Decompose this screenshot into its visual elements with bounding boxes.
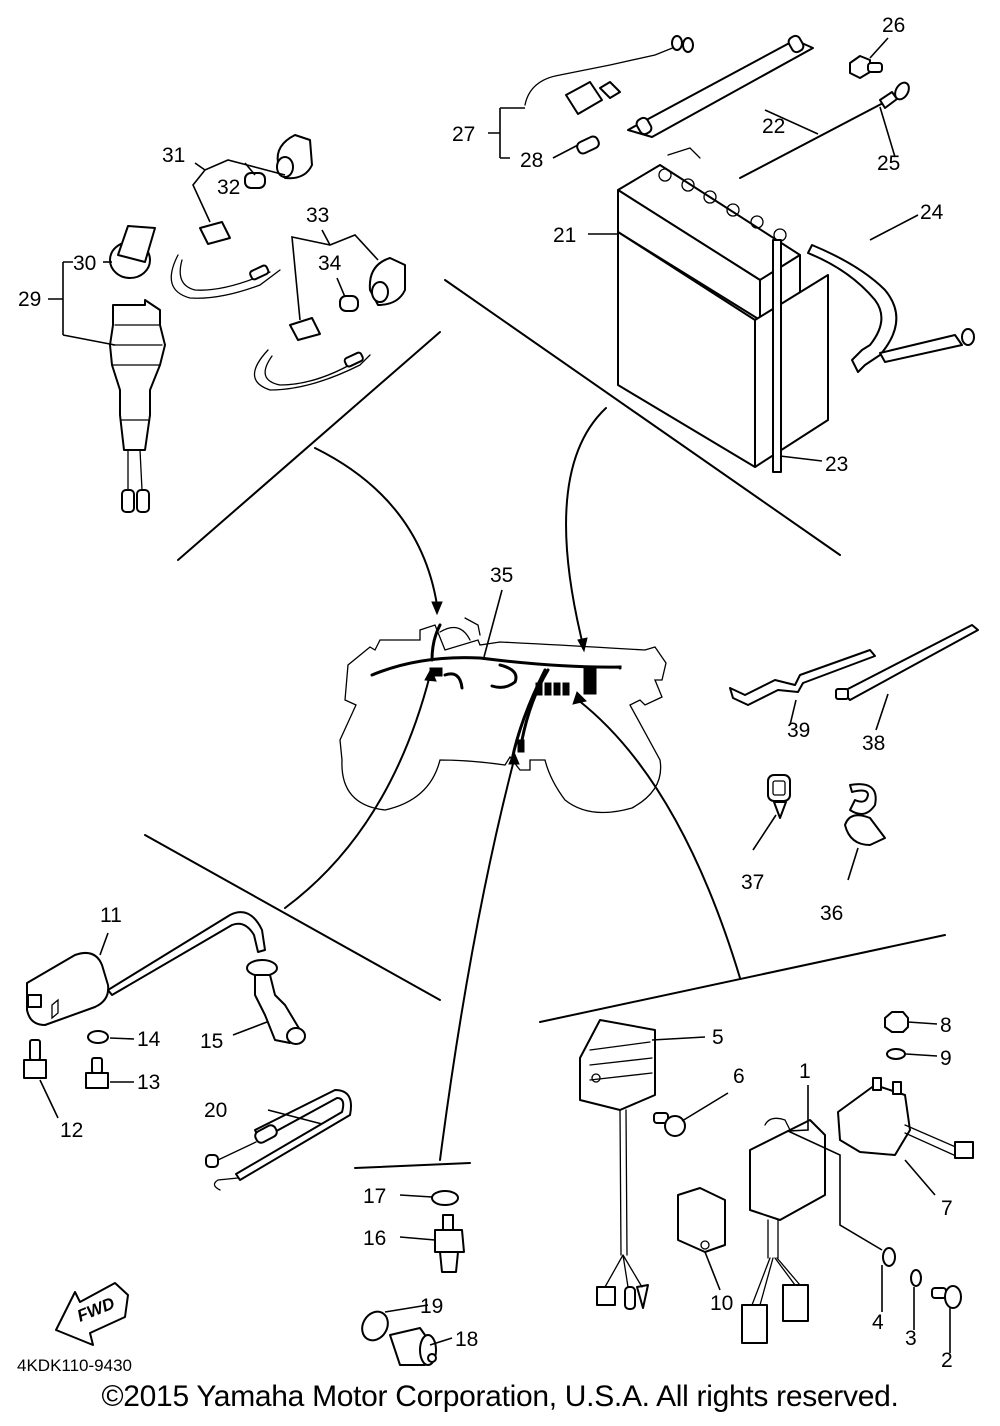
switch-33 (253, 317, 371, 391)
arrow-units-to-harness (577, 699, 741, 979)
diagram-code: 4KDK110-9430 (17, 1356, 132, 1375)
callout-22: 22 (762, 115, 785, 138)
group-dividers (144, 279, 946, 1169)
callout-6: 6 (733, 1065, 745, 1088)
callout-9: 9 (940, 1047, 952, 1070)
callout-25: 25 (877, 152, 900, 175)
callouts: 1 2 3 4 5 6 7 8 9 10 11 12 13 14 15 16 1… (18, 14, 953, 1372)
switch-31 (170, 221, 281, 299)
screw-6 (653, 1112, 686, 1137)
bolt-13 (85, 1057, 109, 1089)
battery-21 (617, 147, 829, 468)
callout-17: 17 (363, 1185, 386, 1208)
bolt-26 (849, 55, 883, 79)
arrow-switch-to-harness (314, 447, 438, 606)
cable-tie-38 (835, 624, 979, 701)
callout-24: 24 (920, 201, 944, 224)
cap-32 (244, 172, 266, 189)
gasket-17 (431, 1190, 459, 1206)
cap-34 (339, 295, 359, 312)
callout-30: 30 (73, 252, 96, 275)
callout-12: 12 (60, 1119, 83, 1142)
lead-wire-20 (205, 1089, 352, 1191)
fuse-holder-27 (524, 35, 694, 115)
connector-arrows (284, 407, 741, 1161)
callout-35: 35 (490, 564, 513, 587)
relay-10 (677, 1187, 726, 1253)
callout-36: 36 (820, 902, 843, 925)
washer-4 (882, 1247, 896, 1267)
callout-27: 27 (452, 123, 475, 146)
callout-23: 23 (825, 453, 848, 476)
callout-26: 26 (882, 14, 905, 37)
callout-29: 29 (18, 288, 41, 311)
ignition-coil-11 (26, 911, 266, 1026)
battery-cable-24 (807, 244, 975, 373)
callout-16: 16 (363, 1227, 386, 1250)
callout-13: 13 (137, 1071, 160, 1094)
callout-14: 14 (137, 1028, 161, 1051)
callout-32: 32 (217, 176, 240, 199)
callout-8: 8 (940, 1014, 952, 1037)
main-switch-29 (109, 299, 166, 513)
arrow-battery-to-harness (565, 407, 607, 646)
copyright-notice: ©2015 Yamaha Motor Corporation, U.S.A. A… (101, 1380, 899, 1413)
callout-21: 21 (553, 224, 576, 247)
callout-15: 15 (200, 1030, 223, 1053)
clamp-37 (767, 774, 791, 819)
elbow-31 (276, 134, 313, 180)
thermo-sensor-16 (434, 1214, 465, 1273)
battery-band-22 (627, 34, 814, 138)
elbow-33 (368, 257, 406, 306)
screw-2 (931, 1285, 962, 1309)
callout-10: 10 (710, 1292, 733, 1315)
rectifier-regulator-5 (579, 1019, 656, 1310)
callout-20: 20 (204, 1099, 227, 1122)
divider-sensor-group (354, 1162, 471, 1169)
thermostat-18 (389, 1327, 437, 1366)
starter-relay-7 (837, 1077, 974, 1159)
callout-3: 3 (905, 1327, 917, 1350)
callout-34: 34 (318, 252, 342, 275)
callout-33: 33 (306, 204, 329, 227)
switch-knob-30 (109, 225, 156, 279)
gasket-19 (361, 1310, 389, 1342)
wire-harness-35 (370, 589, 622, 762)
callout-1: 1 (799, 1060, 811, 1083)
callout-11: 11 (100, 904, 122, 927)
clamp-36 (844, 783, 886, 846)
fuse-28 (576, 135, 600, 155)
callout-19: 19 (420, 1295, 443, 1318)
leader-lines (39, 37, 951, 1353)
bolt-12 (23, 1039, 47, 1079)
divider-switch-group (177, 331, 441, 561)
callout-38: 38 (862, 732, 885, 755)
callout-28: 28 (520, 149, 543, 172)
divider-units-group (539, 934, 946, 1023)
battery-cable-25 (739, 81, 910, 179)
callout-5: 5 (712, 1026, 724, 1049)
callout-4: 4 (872, 1311, 884, 1334)
callout-37: 37 (741, 871, 764, 894)
callout-2: 2 (941, 1349, 953, 1372)
plug-cap-15 (246, 959, 306, 1045)
divider-battery-group (444, 279, 841, 556)
arrow-ignition-to-harness (284, 674, 431, 909)
callout-7: 7 (941, 1197, 953, 1220)
arrow-sensor-to-harness (439, 759, 515, 1161)
circlip-3 (910, 1269, 922, 1287)
parts-diagram: FWD (18, 14, 979, 1372)
nut-8 (884, 1011, 909, 1033)
circlip-9 (886, 1048, 906, 1060)
plastic-band-39 (729, 649, 876, 706)
washer-14 (87, 1030, 109, 1044)
cdi-unit-1 (741, 1117, 826, 1344)
fwd-arrow-icon: FWD (55, 1282, 129, 1346)
breather-pipe-23 (772, 239, 782, 473)
vehicle-silhouette (339, 617, 667, 814)
callout-31: 31 (162, 144, 185, 167)
callout-18: 18 (455, 1328, 478, 1351)
divider-ignition-group (144, 834, 441, 1001)
callout-39: 39 (787, 719, 810, 742)
